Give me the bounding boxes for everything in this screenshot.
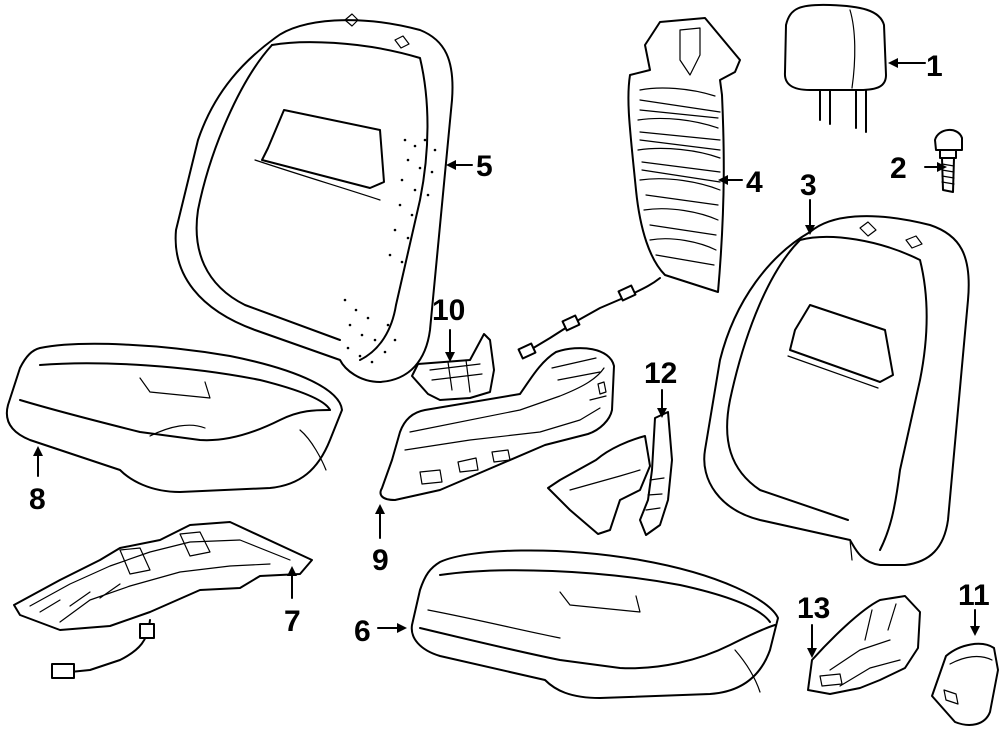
callout-7: 7 [284, 605, 301, 638]
part-seat-back-right [703, 215, 970, 566]
callout-9: 9 [372, 544, 389, 577]
part-headrest [783, 3, 887, 133]
callout-10: 10 [432, 294, 465, 327]
part-side-trim [379, 347, 615, 501]
part-cover-bracket [807, 595, 921, 695]
part-side-cover [547, 411, 673, 536]
callout-6: 6 [354, 615, 371, 648]
callout-12: 12 [644, 357, 677, 390]
callout-4: 4 [746, 166, 763, 199]
callout-13: 13 [797, 592, 830, 625]
part-seat-back-cover [174, 13, 454, 383]
callout-labels: 1 2 3 4 5 6 7 8 9 10 11 12 13 [29, 50, 990, 648]
callout-2: 2 [890, 152, 907, 185]
part-seat-cushion-left [5, 342, 343, 493]
part-bolt [934, 129, 963, 193]
part-seat-heater-frame [517, 17, 741, 360]
part-seat-cushion-right [410, 549, 779, 699]
callout-8: 8 [29, 483, 46, 516]
callout-1: 1 [926, 50, 943, 83]
callout-11: 11 [958, 579, 990, 612]
part-trim-cover-small [411, 333, 495, 401]
part-seat-heater-pad [13, 521, 313, 679]
part-end-cap [931, 642, 999, 726]
leader-lines [33, 58, 980, 658]
callout-3: 3 [800, 169, 817, 202]
callout-5: 5 [476, 150, 493, 183]
